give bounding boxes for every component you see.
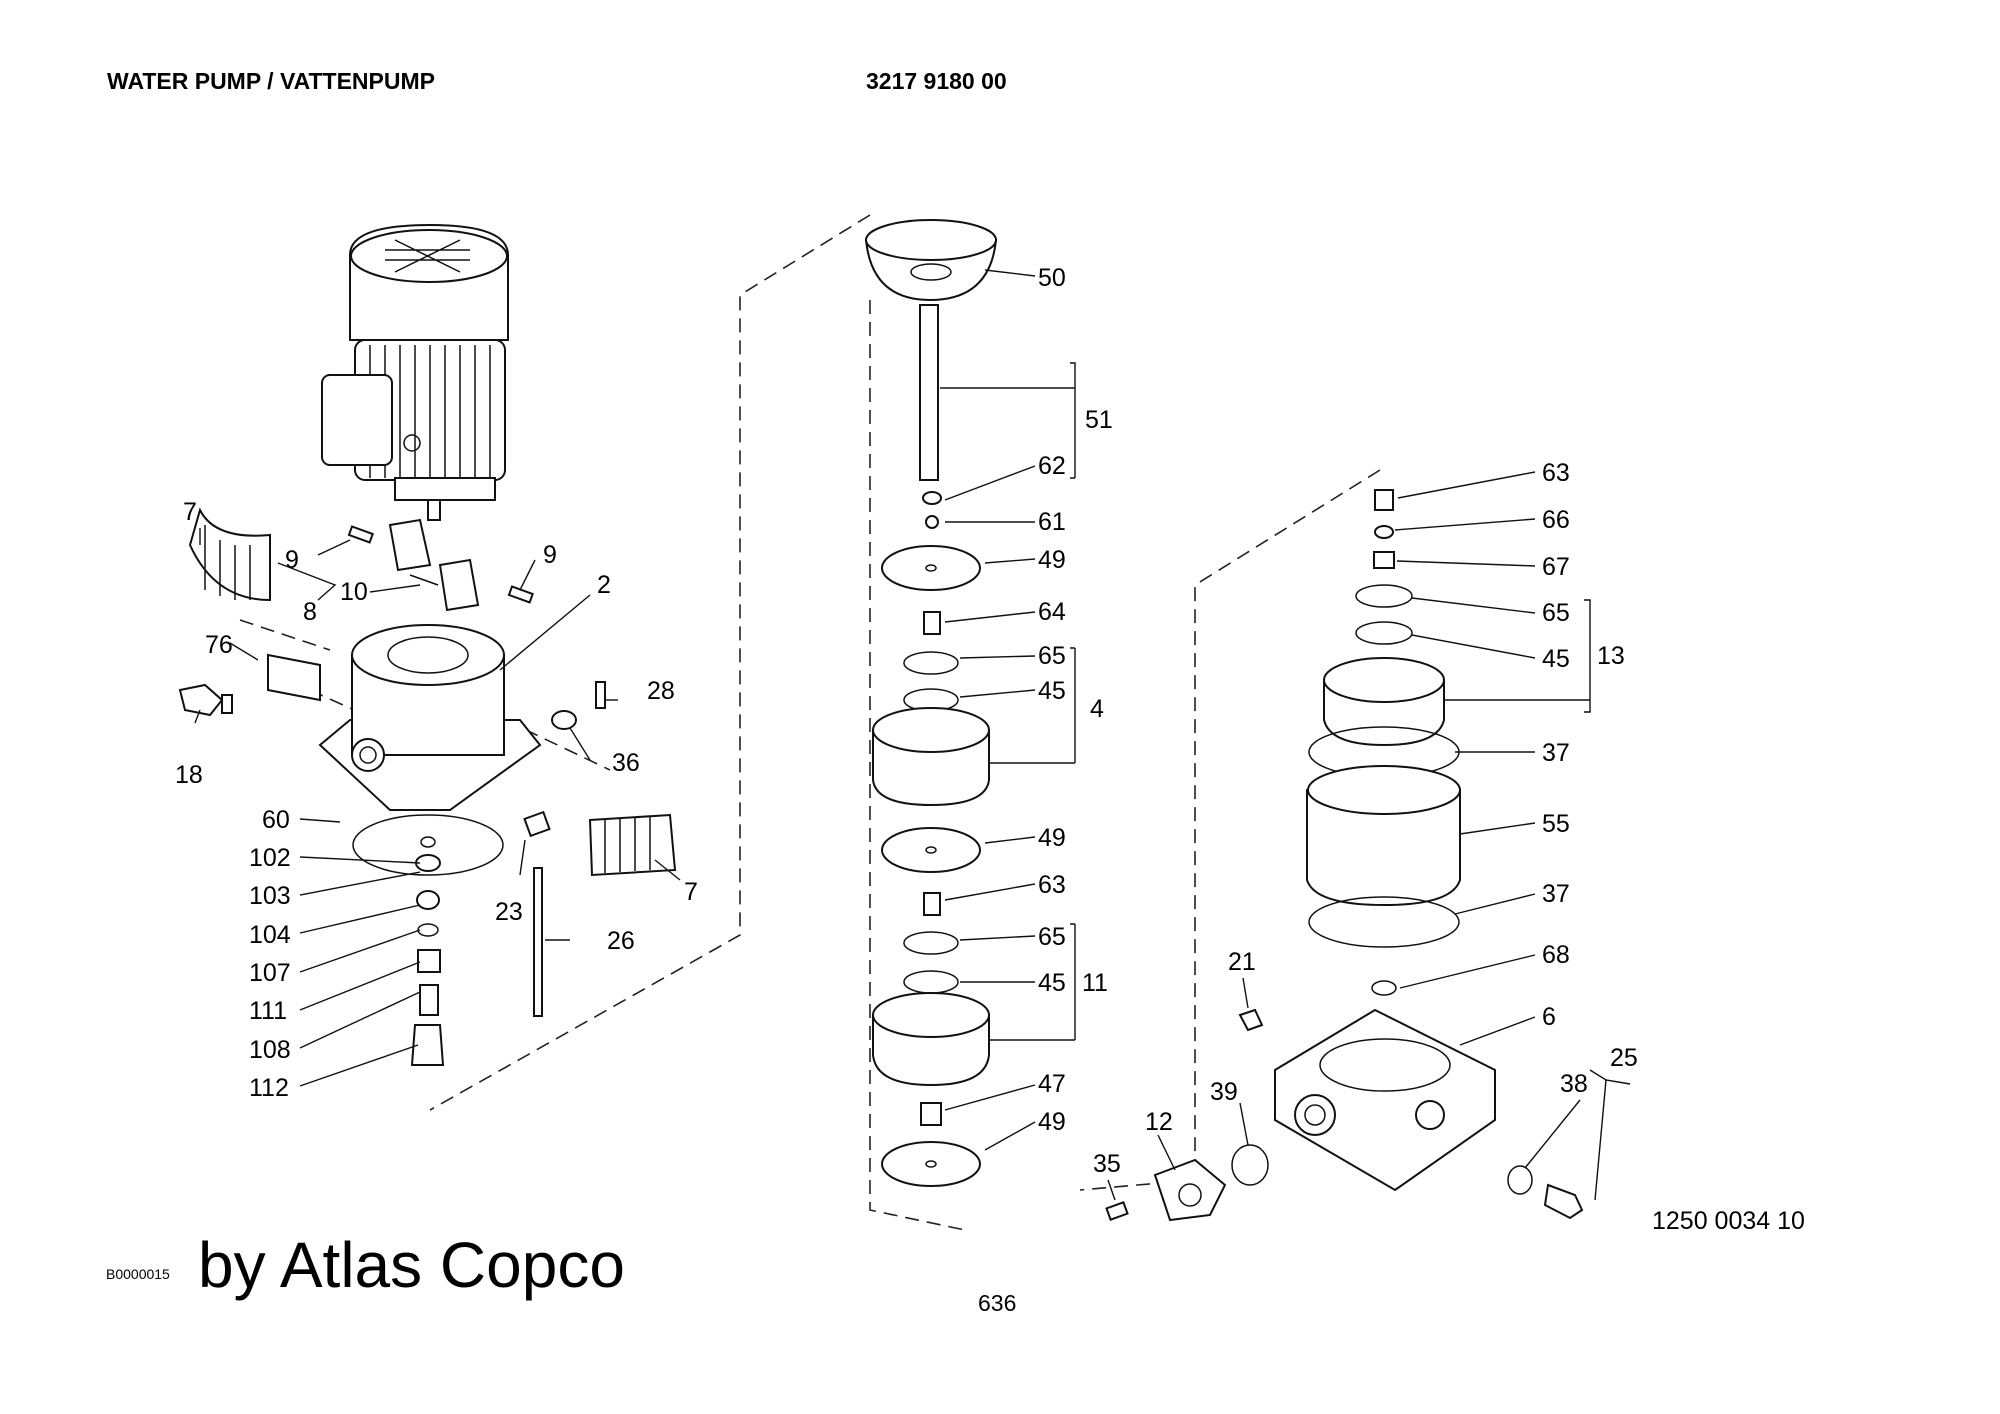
part-label: 18 bbox=[175, 761, 203, 789]
part-label: 7 bbox=[183, 498, 197, 526]
drawing-number: 1250 0034 10 bbox=[1652, 1207, 1805, 1235]
pump-lantern bbox=[178, 624, 542, 811]
part-label: 49 bbox=[1038, 824, 1066, 852]
part-label: 35 bbox=[1093, 1150, 1121, 1178]
middle-stack bbox=[864, 219, 998, 1187]
part-label: 45 bbox=[1038, 969, 1066, 997]
middle-part-labels: 50 51 62 61 49 64 65 45 4 49 63 65 45 11… bbox=[1038, 264, 1113, 1136]
part-label: 65 bbox=[1038, 923, 1066, 951]
part-label: 37 bbox=[1542, 739, 1570, 767]
right-part-labels: 63 66 67 65 45 13 37 55 37 68 21 6 25 38… bbox=[1093, 459, 1638, 1178]
drawing-code: B0000015 bbox=[106, 1266, 170, 1282]
part-label: 2 bbox=[597, 571, 611, 599]
part-label: 62 bbox=[1038, 452, 1066, 480]
part-label: 26 bbox=[607, 927, 635, 955]
page-title: WATER PUMP / VATTENPUMP bbox=[107, 68, 435, 94]
part-label: 8 bbox=[303, 598, 317, 626]
part-label: 51 bbox=[1085, 406, 1113, 434]
part-label: 12 bbox=[1145, 1108, 1173, 1136]
part-label: 64 bbox=[1038, 598, 1066, 626]
part-label: 47 bbox=[1038, 1070, 1066, 1098]
part-label: 21 bbox=[1228, 948, 1256, 976]
part-label: 11 bbox=[1082, 969, 1108, 997]
part-label: 67 bbox=[1542, 553, 1570, 581]
part-label: 38 bbox=[1560, 1070, 1588, 1098]
part-label: 45 bbox=[1542, 645, 1570, 673]
seal-stack bbox=[352, 681, 606, 1066]
guard-screens bbox=[188, 507, 677, 877]
part-label: 9 bbox=[543, 541, 557, 569]
part-label: 25 bbox=[1610, 1044, 1638, 1072]
part-label: 65 bbox=[1542, 599, 1570, 627]
motor bbox=[321, 223, 509, 521]
part-label: 107 bbox=[249, 959, 291, 987]
part-label: 36 bbox=[612, 749, 640, 777]
part-label: 45 bbox=[1038, 677, 1066, 705]
part-label: 49 bbox=[1038, 546, 1066, 574]
part-label: 28 bbox=[647, 677, 675, 705]
part-label: 39 bbox=[1210, 1078, 1238, 1106]
part-label: 23 bbox=[495, 898, 523, 926]
part-label: 104 bbox=[249, 921, 291, 949]
part-label: 13 bbox=[1597, 642, 1625, 670]
part-label: 4 bbox=[1090, 695, 1104, 723]
part-label: 60 bbox=[262, 806, 290, 834]
page-number: 636 bbox=[978, 1290, 1017, 1316]
part-label: 111 bbox=[249, 997, 287, 1025]
right-stack bbox=[1105, 489, 1584, 1222]
part-label: 68 bbox=[1542, 941, 1570, 969]
part-label: 10 bbox=[340, 578, 368, 606]
part-label: 103 bbox=[249, 882, 291, 910]
part-label: 112 bbox=[249, 1074, 289, 1102]
leader-lines bbox=[194, 269, 1631, 1201]
part-label: 7 bbox=[684, 878, 698, 906]
left-part-labels: 7 9 10 8 9 2 76 28 18 36 60 102 103 104 … bbox=[175, 498, 698, 1102]
part-label: 50 bbox=[1038, 264, 1066, 292]
part-label: 66 bbox=[1542, 506, 1570, 534]
part-label: 65 bbox=[1038, 642, 1066, 670]
part-label: 76 bbox=[205, 631, 233, 659]
part-label: 55 bbox=[1542, 810, 1570, 838]
part-label: 63 bbox=[1038, 871, 1066, 899]
part-label: 102 bbox=[249, 844, 291, 872]
part-label: 6 bbox=[1542, 1003, 1556, 1031]
part-label: 61 bbox=[1038, 508, 1066, 536]
part-label: 108 bbox=[249, 1036, 291, 1064]
part-label: 63 bbox=[1542, 459, 1570, 487]
part-number: 3217 9180 00 bbox=[866, 68, 1007, 94]
part-label: 9 bbox=[285, 546, 299, 574]
part-label: 49 bbox=[1038, 1108, 1066, 1136]
watermark: by Atlas Copco bbox=[198, 1229, 625, 1301]
part-label: 37 bbox=[1542, 880, 1570, 908]
coupling bbox=[347, 518, 534, 612]
